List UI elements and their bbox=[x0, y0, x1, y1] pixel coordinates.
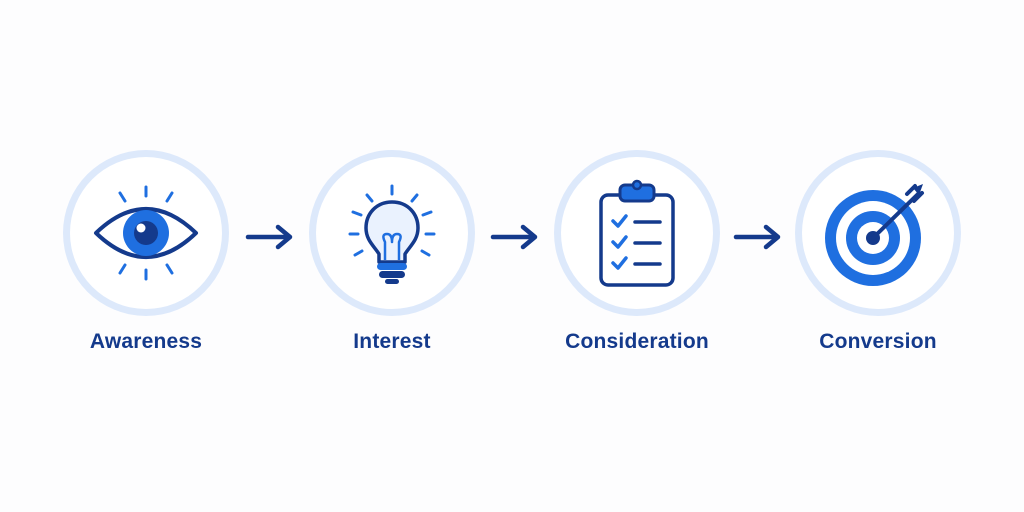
stage-label: Interest bbox=[353, 330, 431, 353]
stage-circle bbox=[795, 150, 961, 316]
stage-label: Consideration bbox=[565, 330, 709, 353]
stage-circle bbox=[63, 150, 229, 316]
arrow-right-icon bbox=[490, 224, 538, 250]
stage-label: Awareness bbox=[89, 330, 203, 353]
clipboard-checklist-icon bbox=[599, 179, 675, 287]
stage-conversion: Conversion bbox=[788, 150, 968, 370]
target-icon bbox=[825, 184, 924, 286]
eye-icon bbox=[94, 185, 198, 281]
stage-interest: Interest bbox=[302, 150, 482, 370]
stage-awareness: Awareness bbox=[56, 150, 236, 370]
stage-label: Conversion bbox=[819, 330, 937, 353]
lightbulb-icon bbox=[348, 184, 436, 284]
stage-circle bbox=[309, 150, 475, 316]
arrow-right-icon bbox=[245, 224, 293, 250]
stage-consideration: Consideration bbox=[547, 150, 727, 370]
stage-circle bbox=[554, 150, 720, 316]
arrow-right-icon bbox=[733, 224, 781, 250]
